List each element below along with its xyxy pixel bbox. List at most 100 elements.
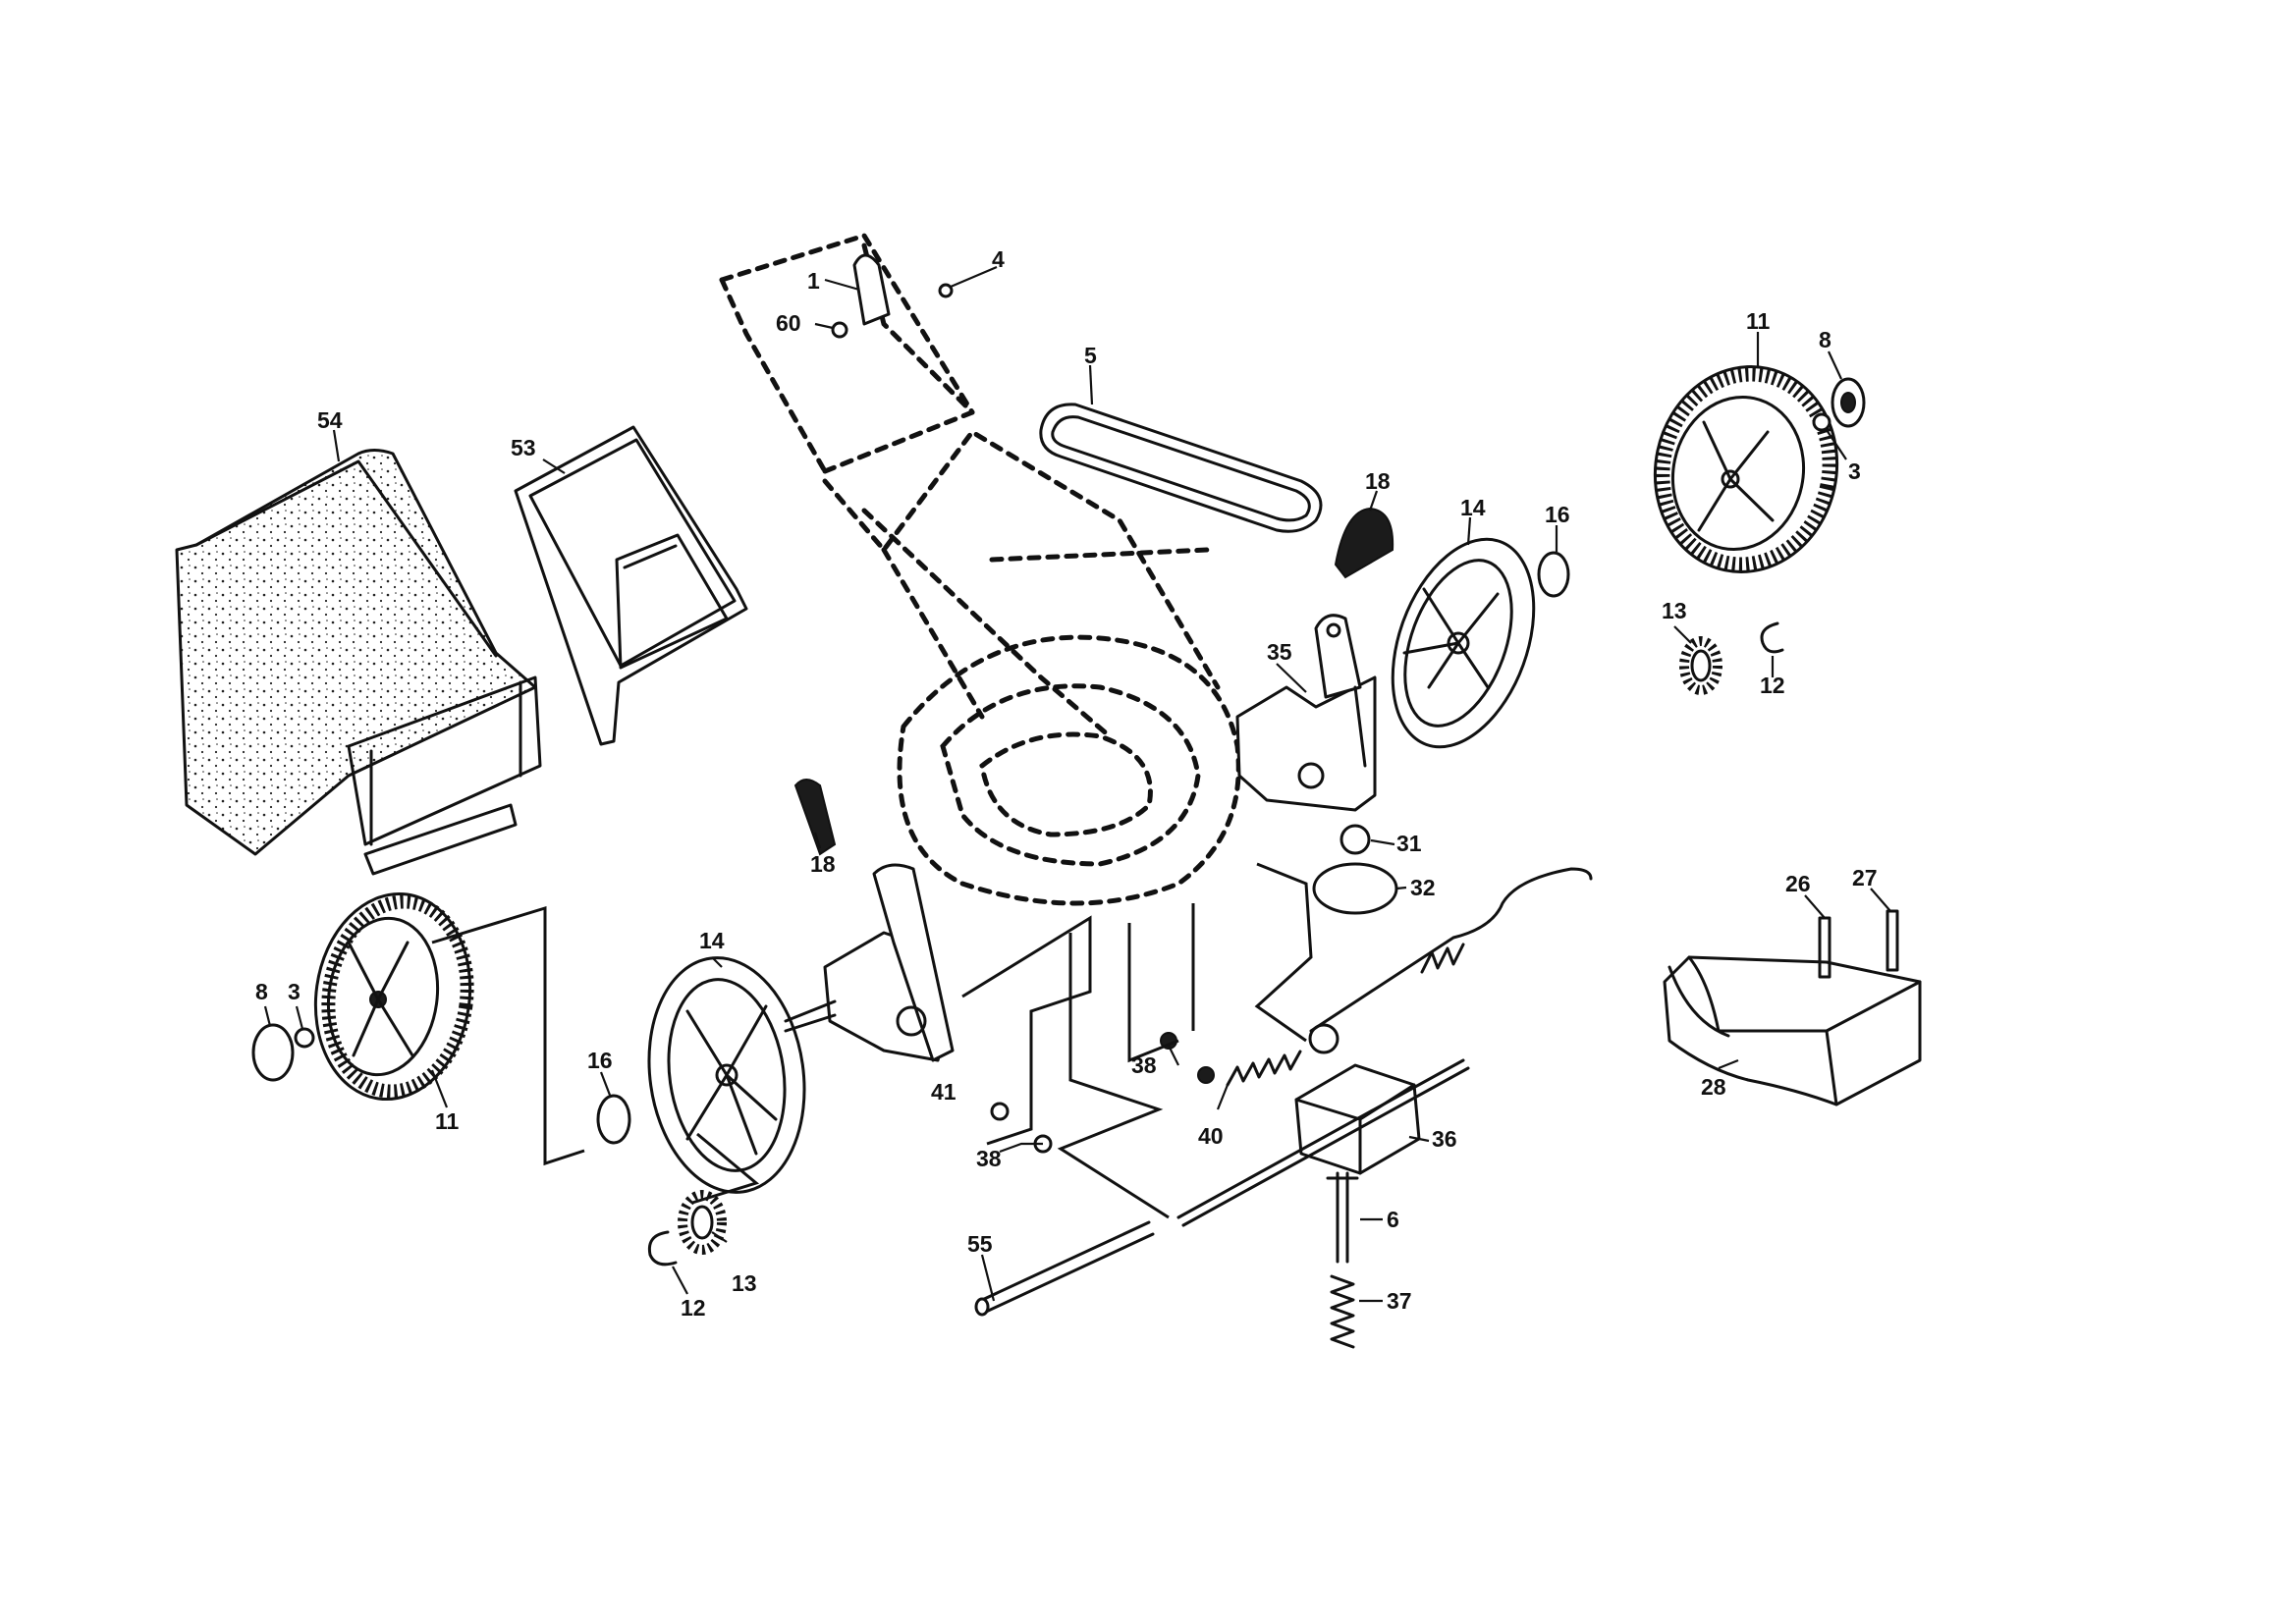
wheel-cap-part-18-left	[793, 779, 837, 856]
leader-line	[1395, 886, 1407, 890]
leader-line	[1466, 516, 1472, 546]
part-label-13-right: 13	[1662, 598, 1687, 623]
leader-line	[711, 956, 723, 968]
screw-part-4	[938, 283, 954, 298]
leader-line	[672, 1266, 688, 1295]
spring-part-37	[1330, 1274, 1355, 1349]
leader-line	[1673, 625, 1692, 644]
part-label-16-left: 16	[587, 1048, 613, 1073]
leader-line	[824, 278, 860, 292]
leader-line	[599, 1071, 613, 1099]
nut-part-38-c	[990, 1102, 1010, 1121]
part-label-18-left: 18	[810, 851, 836, 877]
part-label-28: 28	[1701, 1074, 1726, 1100]
nut-part-3-left	[294, 1027, 315, 1049]
part-label-60: 60	[776, 310, 801, 336]
connector-line	[961, 915, 1092, 1146]
leader-line	[711, 1231, 728, 1243]
connector-line	[1254, 862, 1313, 1043]
leader-line	[950, 265, 998, 289]
leader-line	[1168, 1045, 1179, 1066]
part-label-53: 53	[511, 435, 536, 460]
part-label-26: 26	[1785, 871, 1811, 896]
part-label-12-right: 12	[1760, 673, 1785, 698]
part-label-18-right: 18	[1365, 468, 1391, 494]
shaft-part-6	[1326, 1171, 1359, 1264]
axle-part-55	[974, 1220, 1155, 1317]
nut-part-38-b	[1197, 1066, 1215, 1084]
leader-line	[1216, 1084, 1230, 1110]
connector-line	[431, 905, 585, 1166]
leader-line	[1804, 894, 1826, 919]
e-clip-part-12-left	[647, 1230, 678, 1267]
nut-part-60	[831, 321, 848, 339]
part-label-12-left: 12	[681, 1295, 706, 1321]
part-label-13-left: 13	[732, 1270, 757, 1296]
rear-guard-part	[1663, 955, 1922, 1106]
connector-line	[1057, 903, 1195, 1219]
washer-part-16-right	[1537, 551, 1570, 598]
part-label-14-left: 14	[699, 928, 725, 953]
bolt-part-27	[1886, 909, 1899, 972]
part-label-35: 35	[1267, 639, 1292, 665]
handle-dashed-part	[719, 233, 1221, 739]
part-label-14-right: 14	[1460, 495, 1486, 520]
part-label-54: 54	[317, 407, 343, 433]
connector-line	[691, 1132, 760, 1205]
part-label-38-lower: 38	[976, 1146, 1002, 1171]
leader-line	[263, 1005, 272, 1027]
mower-deck-dashed-part	[897, 634, 1241, 906]
height-adjuster-left-part	[784, 863, 955, 1062]
wheel-hub-right-part	[1391, 537, 1536, 749]
drive-belt-part	[1039, 403, 1323, 533]
part-label-27: 27	[1852, 865, 1878, 890]
bag-frame-part	[514, 425, 748, 746]
leader-line	[332, 429, 341, 462]
nut-part-3-right	[1812, 412, 1831, 432]
part-label-8-right: 8	[1819, 327, 1831, 352]
part-label-5: 5	[1084, 343, 1097, 368]
leader-line	[813, 832, 822, 849]
part-label-32: 32	[1410, 875, 1436, 900]
leader-line	[1828, 351, 1842, 380]
wheel-cap-part-18-right	[1334, 507, 1394, 579]
leader-line	[1276, 663, 1307, 693]
part-label-55: 55	[967, 1231, 993, 1257]
leader-line	[1408, 1135, 1430, 1143]
nut-part-31	[1339, 824, 1371, 855]
plate-part-32	[1312, 862, 1398, 915]
part-label-41: 41	[931, 1079, 957, 1105]
part-label-11-left: 11	[435, 1108, 460, 1134]
leader-line	[1368, 490, 1379, 512]
spring-part-40	[1226, 1050, 1302, 1087]
leader-line	[814, 322, 834, 330]
part-label-36: 36	[1432, 1126, 1457, 1152]
leader-line	[1870, 888, 1891, 912]
part-label-37: 37	[1387, 1288, 1412, 1314]
bolt-part-26	[1818, 916, 1831, 979]
leader-line	[1088, 364, 1094, 405]
gear-part-13-left	[678, 1190, 727, 1255]
leader-line	[295, 1005, 304, 1030]
washer-part-8-right-inner	[1840, 392, 1856, 413]
leader-line	[430, 1069, 449, 1108]
lever-part-1	[852, 253, 891, 326]
cap-part-8-left	[251, 1023, 295, 1082]
transmission-part	[1176, 867, 1593, 1227]
leader-line	[1826, 429, 1847, 460]
leader-line	[1718, 1058, 1739, 1070]
grass-bag-part	[175, 449, 542, 876]
part-label-40: 40	[1198, 1123, 1224, 1149]
leader-line	[980, 1254, 996, 1302]
part-label-3-left: 3	[288, 979, 301, 1004]
part-label-38-upper: 38	[1131, 1052, 1157, 1078]
wheel-right-part	[1653, 365, 1839, 573]
washer-part-16-left	[596, 1094, 631, 1145]
leader-line	[542, 458, 566, 474]
part-label-11-right: 11	[1746, 308, 1771, 334]
part-label-31: 31	[1396, 831, 1422, 856]
part-label-4: 4	[992, 246, 1005, 272]
height-adjuster-right-part	[1235, 614, 1377, 812]
e-clip-part-12-right	[1760, 621, 1784, 654]
